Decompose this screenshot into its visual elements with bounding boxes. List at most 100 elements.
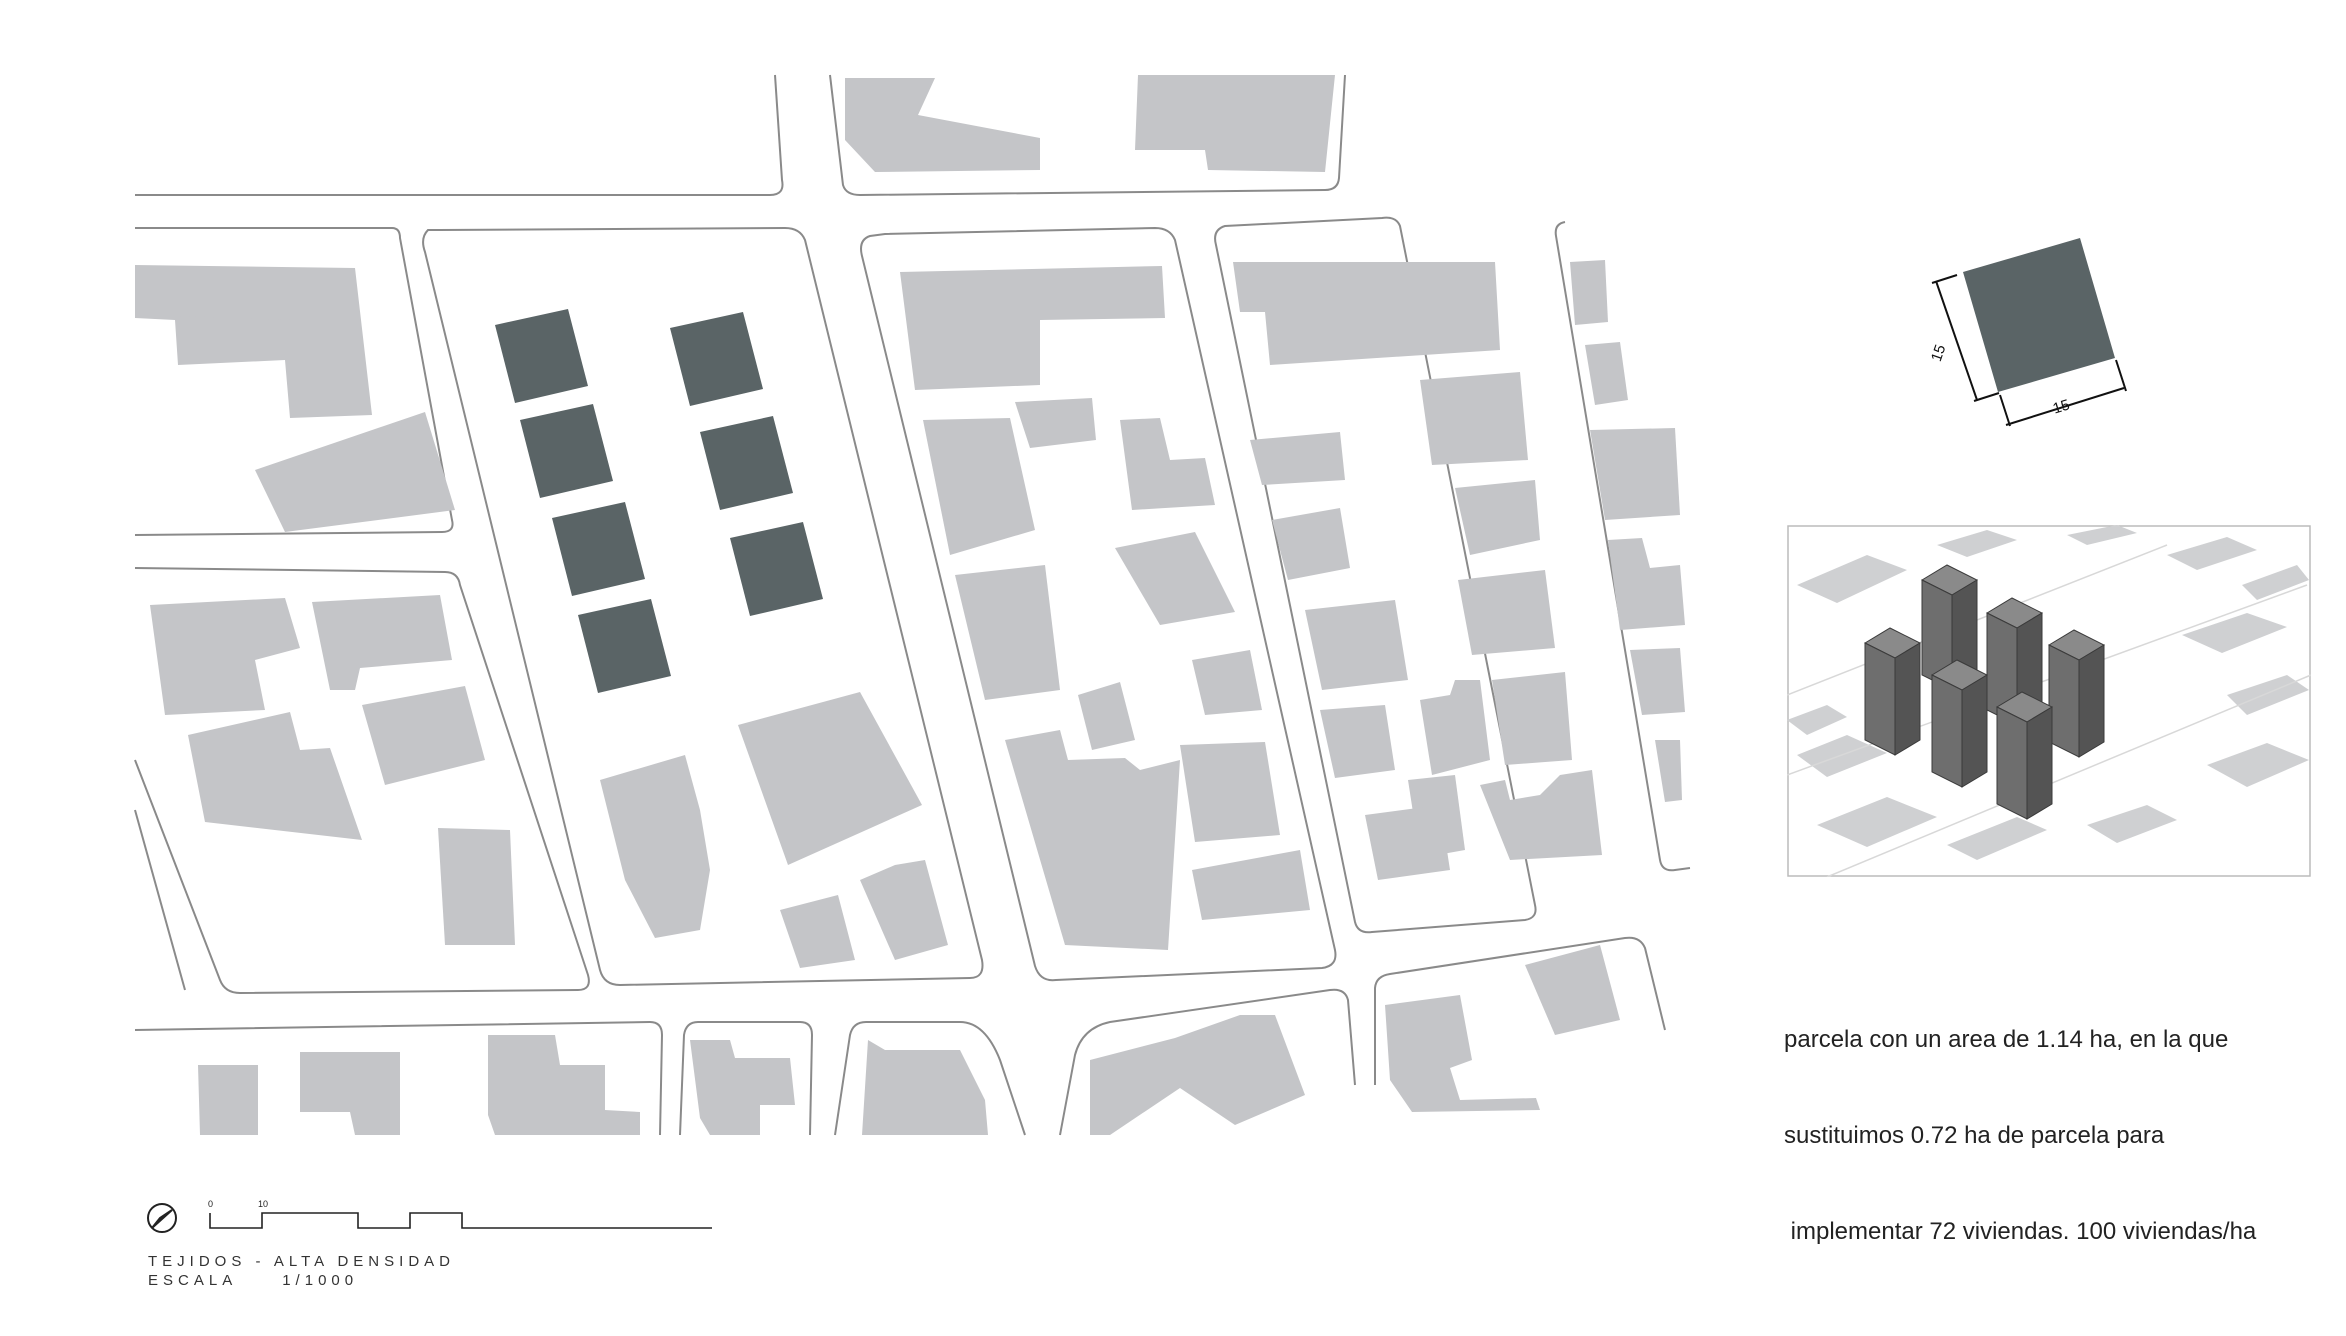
existing-building: [1090, 1015, 1305, 1135]
existing-building: [738, 692, 922, 865]
new-tower[interactable]: [495, 309, 588, 403]
existing-building: [1590, 428, 1680, 520]
existing-building: [198, 1065, 258, 1135]
new-tower[interactable]: [700, 416, 793, 510]
existing-building: [923, 418, 1035, 555]
axo-context-buildings: [1787, 525, 2309, 860]
block-outline: [134, 567, 590, 995]
existing-building: [1420, 372, 1528, 465]
axo-tower: [1863, 627, 1922, 756]
axo-tower: [1930, 659, 1989, 788]
existing-building: [955, 565, 1060, 700]
existing-building: [1525, 945, 1620, 1035]
existing-building: [1455, 480, 1540, 555]
axo-tower: [2047, 629, 2106, 758]
block-outline: [860, 226, 1337, 982]
axo-towers: [1863, 564, 2106, 820]
new-tower[interactable]: [520, 404, 613, 498]
street-line: [134, 809, 186, 991]
scale-tick-end: 10: [258, 1199, 268, 1209]
existing-building: [1458, 570, 1555, 655]
existing-building: [1272, 508, 1350, 580]
dimension-label-side: 15: [1928, 343, 1950, 364]
street-line: [135, 74, 784, 196]
street-line: [829, 74, 1346, 197]
description-line: sustituimos 0.72 ha de parcela para: [1784, 1122, 2165, 1149]
existing-building: [1655, 740, 1682, 802]
existing-building: [1320, 705, 1395, 778]
block-outlines: [134, 74, 1691, 1136]
scale-ruler: [209, 1212, 712, 1229]
north-arrow-icon: [147, 1203, 177, 1233]
existing-building: [1233, 262, 1500, 365]
existing-building: [1005, 730, 1180, 950]
existing-building: [255, 412, 455, 532]
existing-building: [1078, 682, 1135, 750]
title-block: TEJIDOS - ALTA DENSIDAD ESCALA 1/1000: [148, 1252, 455, 1290]
existing-building: [312, 595, 452, 690]
new-towers: [495, 309, 823, 693]
scale-row: ESCALA 1/1000: [148, 1271, 455, 1290]
existing-building: [1570, 260, 1608, 325]
existing-building: [1015, 398, 1096, 448]
existing-building: [690, 1040, 795, 1135]
dimension-label-bottom: 15: [2051, 396, 2072, 417]
dimension-lines: [1931, 274, 2127, 427]
existing-building: [845, 78, 1040, 172]
new-tower[interactable]: [552, 502, 645, 596]
block-outline: [422, 226, 984, 987]
new-tower[interactable]: [730, 522, 823, 616]
existing-building: [300, 1052, 400, 1135]
block-outline: [679, 1021, 814, 1136]
scale-bar: 0 10: [147, 1199, 712, 1233]
existing-building: [180, 316, 290, 360]
block-outline: [1374, 936, 1666, 1085]
description-line: implementar 72 viviendas. 100 viviendas/…: [1784, 1218, 2257, 1245]
existing-building: [1630, 648, 1685, 715]
existing-building: [1120, 418, 1215, 510]
new-tower[interactable]: [578, 599, 671, 693]
existing-building: [1492, 672, 1572, 765]
existing-building: [1365, 805, 1450, 880]
existing-building: [1135, 75, 1335, 172]
existing-building: [1250, 432, 1345, 485]
existing-building: [1305, 600, 1408, 690]
site-plan: [134, 74, 1691, 1136]
block-outline: [834, 1021, 1026, 1136]
existing-building: [1585, 342, 1628, 405]
existing-building: [188, 712, 362, 840]
block-outline: [1059, 988, 1356, 1136]
existing-building: [1385, 995, 1540, 1112]
axonometric-view: [1787, 525, 2311, 877]
axo-tower: [1995, 691, 2054, 820]
existing-building: [860, 860, 948, 960]
scale-tick-start: 0: [208, 1199, 213, 1209]
existing-building: [1420, 680, 1490, 775]
existing-building: [1115, 532, 1235, 625]
block-outline: [134, 1020, 664, 1136]
existing-building: [1180, 742, 1280, 842]
new-tower[interactable]: [670, 312, 763, 406]
existing-building: [600, 755, 710, 938]
existing-building: [438, 828, 515, 945]
existing-building: [150, 598, 300, 715]
block-outline: [1214, 216, 1537, 934]
tower-footprint: [1963, 238, 2115, 392]
existing-building: [362, 686, 485, 785]
existing-building: [1608, 538, 1685, 630]
parcel-description: parcela con un area de 1.14 ha, en la qu…: [1784, 960, 2344, 1280]
existing-building: [488, 1035, 640, 1135]
existing-building: [900, 266, 1165, 390]
existing-building: [780, 895, 855, 968]
existing-building: [1480, 770, 1602, 860]
block-outline: [134, 227, 454, 536]
existing-building: [862, 1040, 988, 1135]
drawing-title: TEJIDOS - ALTA DENSIDAD: [148, 1253, 455, 1270]
existing-building: [1192, 850, 1310, 920]
scale-value: 1/1000: [282, 1272, 359, 1289]
existing-buildings: [135, 75, 1685, 1135]
description-line: parcela con un area de 1.14 ha, en la qu…: [1784, 1026, 2229, 1053]
block-outline: [1554, 221, 1691, 872]
tower-module-diagram: 15 15: [1928, 238, 2127, 427]
scale-label: ESCALA: [148, 1272, 237, 1289]
